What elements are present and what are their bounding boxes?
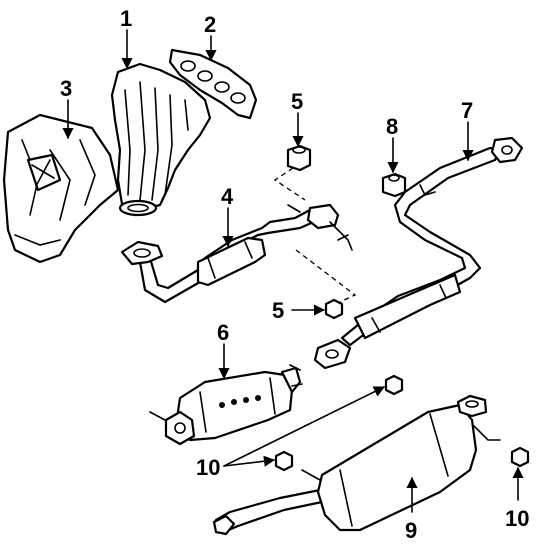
catalytic-converter (149, 364, 303, 446)
callout-4: 4 (221, 184, 234, 209)
front-pipe (120, 203, 353, 304)
callout-10-left: 10 (196, 455, 220, 480)
callout-5-upper: 5 (291, 89, 303, 114)
nut-lower (324, 298, 344, 320)
heat-shield (2, 113, 120, 264)
nut-10-right (510, 446, 530, 468)
center-pipe (313, 136, 524, 370)
nut-8 (381, 172, 407, 198)
callout-3: 3 (60, 76, 72, 101)
arrow-10-upper (223, 386, 386, 467)
callout-10-right: 10 (505, 506, 529, 531)
nut-10-left (274, 450, 294, 472)
callout-2: 2 (204, 12, 216, 37)
callout-1: 1 (120, 6, 132, 31)
nut-upper (286, 144, 312, 172)
exhaust-manifold (110, 62, 212, 217)
manifold-gasket (168, 48, 258, 120)
callout-7: 7 (461, 98, 473, 123)
nut-leader-lower (295, 249, 357, 303)
callout-6: 6 (217, 320, 229, 345)
nut-10-upper (384, 374, 404, 396)
callout-8: 8 (386, 114, 398, 139)
nut-leader-upper (273, 167, 306, 201)
rear-muffler (212, 394, 501, 536)
callout-9: 9 (405, 518, 417, 543)
arrow-10-left (223, 455, 276, 467)
callout-5-lower: 5 (272, 298, 284, 323)
